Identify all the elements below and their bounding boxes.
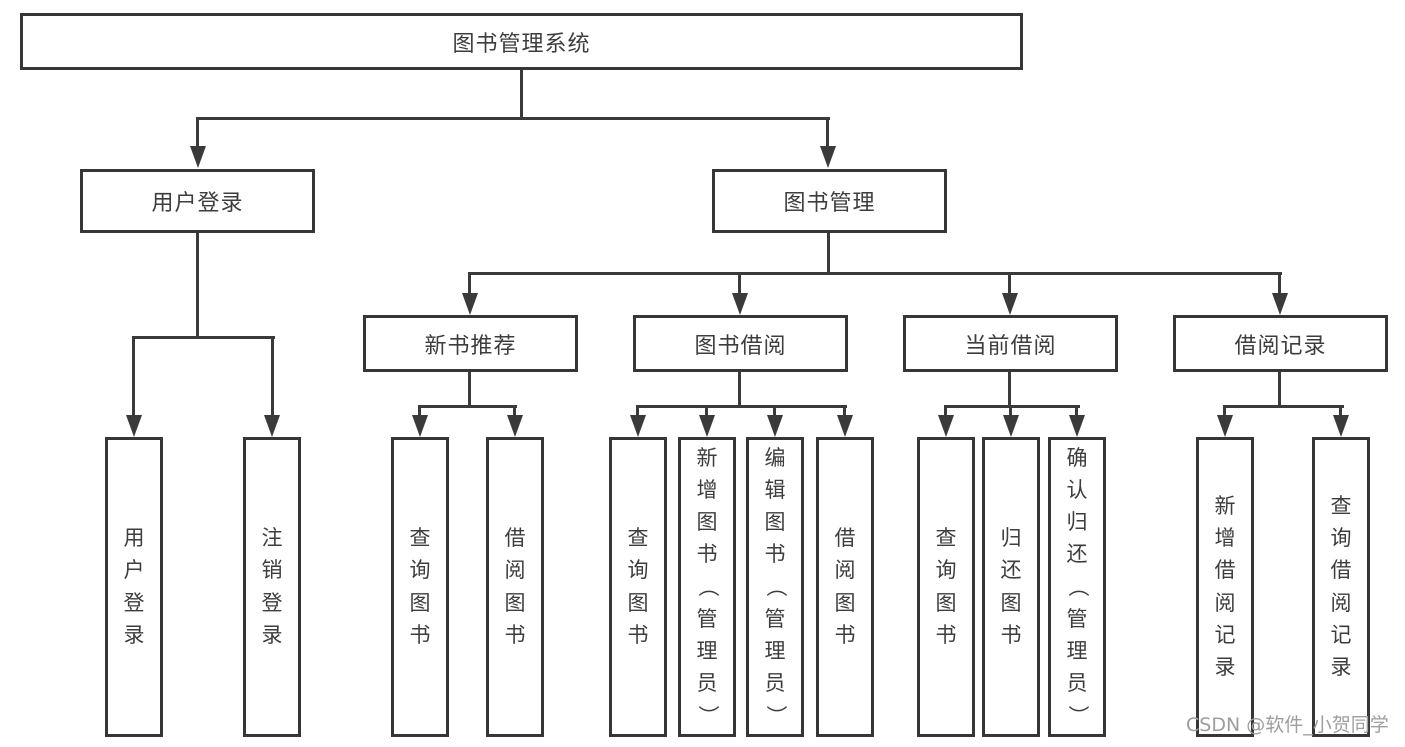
connector-borrowing-stem — [738, 372, 741, 405]
arrow-down-icon — [264, 415, 280, 437]
connector-login-rail — [132, 336, 275, 339]
node-book-borrowing-label: 图书借阅 — [694, 333, 787, 359]
connector-borrowing-drop-2 — [705, 407, 708, 415]
connector-recommend-stem — [468, 372, 471, 405]
arrow-down-icon — [507, 415, 523, 437]
leaf-edit-book-admin: 编辑图书（管理员） — [746, 437, 804, 737]
connector-root-drop-right — [826, 119, 829, 147]
leaf-user-login: 用户登录 — [105, 437, 163, 737]
arrow-down-icon — [1217, 415, 1233, 437]
connector-root-stem — [520, 70, 523, 118]
arrow-down-icon — [732, 293, 748, 315]
node-current-borrowing-label: 当前借阅 — [964, 333, 1057, 359]
connector-records-rail — [1223, 405, 1344, 408]
arrow-down-icon — [938, 415, 954, 437]
arrow-down-icon — [820, 146, 836, 168]
arrow-down-icon — [1333, 415, 1349, 437]
arrow-down-icon — [462, 293, 478, 315]
node-user-login: 用户登录 — [80, 169, 315, 233]
node-library-system-label: 图书管理系统 — [452, 31, 591, 57]
node-new-book-recommend-label: 新书推荐 — [424, 333, 517, 359]
leaf-add-book-admin: 新增图书（管理员） — [678, 437, 736, 737]
leaf-logout: 注销登录 — [243, 437, 301, 737]
csdn-watermark: CSDN @软件_小贺同学 — [1186, 714, 1389, 736]
connector-borrowing-drop-3 — [773, 407, 776, 415]
arrow-down-icon — [699, 415, 715, 437]
arrow-down-icon — [1069, 415, 1085, 437]
node-borrowing-records: 借阅记录 — [1173, 315, 1388, 372]
leaf-query-books-recommend: 查询图书 — [391, 437, 449, 737]
connector-records-drop-1 — [1223, 407, 1226, 415]
arrow-down-icon — [1003, 415, 1019, 437]
connector-recommend-drop-2 — [513, 407, 516, 415]
arrow-down-icon — [190, 146, 206, 168]
connector-current-stem — [1008, 372, 1011, 405]
arrow-down-icon — [412, 415, 428, 437]
leaf-return-book: 归还图书 — [982, 437, 1040, 737]
connector-mgmt-drop-2 — [738, 274, 741, 293]
node-book-management: 图书管理 — [712, 169, 947, 233]
connector-root-rail — [196, 117, 830, 120]
node-current-borrowing: 当前借阅 — [903, 315, 1118, 372]
node-borrowing-records-label: 借阅记录 — [1234, 333, 1327, 359]
connector-current-rail — [944, 405, 1080, 408]
connector-borrowing-drop-1 — [636, 407, 639, 415]
connector-recommend-rail — [418, 405, 517, 408]
connector-mgmt-drop-1 — [468, 274, 471, 293]
node-library-system: 图书管理系统 — [20, 13, 1023, 70]
arrow-down-icon — [1002, 293, 1018, 315]
leaf-borrow-books-recommend: 借阅图书 — [486, 437, 544, 737]
connector-login-drop-2 — [271, 338, 274, 415]
node-new-book-recommend: 新书推荐 — [363, 315, 578, 372]
connector-recommend-drop-1 — [418, 407, 421, 415]
connector-borrowing-rail — [636, 405, 847, 408]
connector-current-drop-2 — [1009, 407, 1012, 415]
connector-mgmt-drop-3 — [1008, 274, 1011, 293]
arrow-down-icon — [837, 415, 853, 437]
connector-mgmt-drop-4 — [1278, 274, 1281, 293]
connector-records-stem — [1278, 372, 1281, 405]
node-book-management-label: 图书管理 — [783, 191, 876, 216]
arrow-down-icon — [630, 415, 646, 437]
leaf-borrow-books-borrowing: 借阅图书 — [816, 437, 874, 737]
connector-login-drop-1 — [132, 338, 135, 415]
arrow-down-icon — [126, 415, 142, 437]
connector-records-drop-2 — [1339, 407, 1342, 415]
connector-mgmt-rail — [468, 272, 1282, 275]
leaf-confirm-return-admin: 确认归还（管理员） — [1048, 437, 1106, 737]
node-book-borrowing: 图书借阅 — [633, 315, 848, 372]
connector-borrowing-drop-4 — [843, 407, 846, 415]
connector-current-drop-3 — [1075, 407, 1078, 415]
connector-login-stem — [196, 233, 199, 336]
arrow-down-icon — [1272, 293, 1288, 315]
leaf-add-borrow-record: 新增借阅记录 — [1196, 437, 1254, 737]
connector-current-drop-1 — [944, 407, 947, 415]
leaf-query-books-current: 查询图书 — [917, 437, 975, 737]
node-user-login-label: 用户登录 — [151, 191, 244, 216]
connector-mgmt-stem — [827, 233, 830, 272]
leaf-query-borrow-record: 查询借阅记录 — [1312, 437, 1370, 737]
arrow-down-icon — [767, 415, 783, 437]
connector-root-drop-left — [196, 119, 199, 147]
leaf-query-books-borrowing: 查询图书 — [609, 437, 667, 737]
